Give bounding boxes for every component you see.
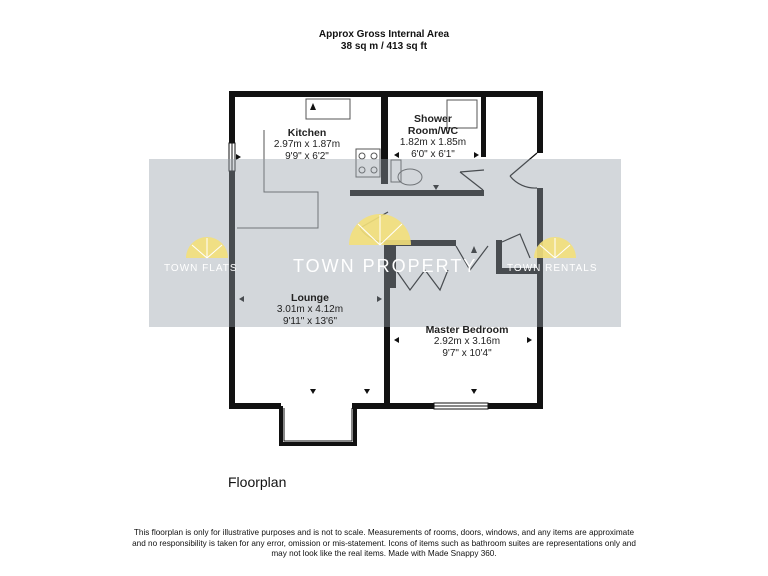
hob-ring (358, 152, 366, 160)
arrow (474, 152, 479, 158)
watermark-center: TOWN PROPERTY (293, 256, 478, 276)
hob-ring (358, 166, 366, 174)
shower-name-line1: Shower (414, 113, 452, 125)
lounge-metric: 3.01m x 4.12m (276, 304, 344, 315)
arrow (394, 337, 399, 343)
dimension-arrows (236, 103, 532, 394)
hob-ring (370, 166, 378, 174)
shower-metric: 1.82m x 1.85m (399, 137, 467, 148)
lounge-imperial: 9'11" x 13'6" (282, 316, 338, 327)
bay-outline (279, 406, 357, 446)
left-wall (229, 91, 235, 409)
arrow (310, 389, 316, 394)
shower-name-line2: Room/WC (407, 125, 459, 137)
bedroom-door (455, 245, 489, 272)
shower-tray (446, 99, 478, 129)
bay-window (279, 406, 357, 446)
bedroom-imperial: 9'7" x 10'4" (442, 348, 492, 359)
watermark-right: TOWN RENTALS (507, 263, 598, 274)
kitchen-imperial: 9'9" x 6'2" (285, 151, 329, 162)
arrow (310, 103, 316, 110)
arrow (394, 152, 399, 158)
front-door (509, 152, 538, 177)
bedroom-left-wall (384, 240, 390, 409)
wardrobe-door (395, 269, 426, 292)
watermark-left: TOWN FLATS (164, 263, 238, 274)
kitchen-counter (237, 98, 381, 229)
shower-label: Shower Room/WC 1.82m x 1.85m 6'0" x 6'1" (388, 113, 478, 161)
arrow (527, 337, 532, 343)
shower-imperial: 6'0" x 6'1" (411, 149, 455, 160)
windows (228, 142, 489, 410)
bottom-wall-left (229, 403, 281, 409)
hob-ring (370, 152, 378, 160)
lounge-label: Lounge 3.01m x 4.12m 9'11" x 13'6" (260, 292, 360, 328)
kitchen-name: Kitchen (287, 127, 327, 139)
cupboard-wall (481, 91, 486, 157)
right-wall-upper (537, 91, 543, 153)
disclaimer-line3: may not look like the real items. Made w… (271, 549, 497, 558)
kitchen-label: Kitchen 2.97m x 1.87m 9'9" x 6'2" (257, 127, 357, 163)
kitchen-hob (355, 148, 381, 178)
right-wall-lower (537, 188, 543, 409)
shower-door (459, 169, 485, 173)
counter-edge (237, 130, 319, 229)
bay-inner (283, 408, 353, 442)
shower-left-wall (381, 91, 388, 184)
door-arc (509, 175, 538, 189)
area-value: 38 sq m / 413 sq ft (340, 41, 428, 52)
area-title: Approx Gross Internal Area (318, 29, 450, 40)
wash-basin (390, 159, 402, 183)
disclaimer: This floorplan is only for illustrative … (60, 528, 708, 560)
arrow (471, 389, 477, 394)
lounge-name: Lounge (291, 292, 329, 304)
arrow (471, 246, 477, 253)
kitchen-metric: 2.97m x 1.87m (273, 139, 341, 150)
kitchen-sink (305, 98, 351, 120)
arrow (239, 296, 244, 302)
arrow (364, 389, 370, 394)
floorplan-caption: Floorplan (228, 474, 287, 490)
bedroom-label: Master Bedroom 2.92m x 3.16m 9'7" x 10'4… (412, 324, 522, 360)
bedroom-metric: 2.92m x 3.16m (433, 336, 501, 347)
wardrobe-door (424, 269, 449, 292)
wardrobe-side (390, 240, 396, 288)
disclaimer-line1: This floorplan is only for illustrative … (133, 528, 635, 537)
bedroom-top-wall-right (496, 268, 543, 274)
arrow (433, 185, 439, 190)
arrow (236, 154, 241, 160)
cupboard-door (501, 233, 531, 259)
bedroom-top-wall-left (384, 240, 456, 246)
disclaimer-line2: and no responsibility is taken for any e… (132, 538, 636, 548)
shower-bottom-wall (350, 190, 484, 196)
bedroom-name: Master Bedroom (425, 324, 509, 336)
toilet (397, 168, 423, 186)
arrow (377, 296, 382, 302)
hall-cupboard-wall (496, 240, 502, 274)
shower-door-leaf (459, 171, 484, 191)
bathroom-fixtures (390, 99, 478, 186)
